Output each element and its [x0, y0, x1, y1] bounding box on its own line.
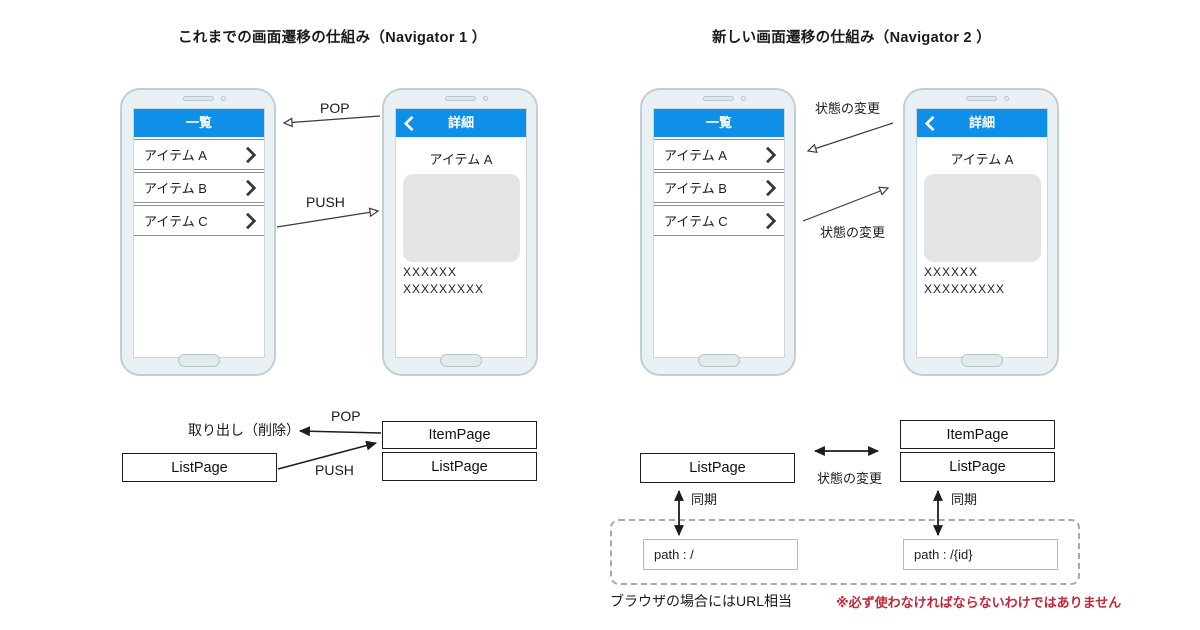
pop-arrow-bottom — [298, 426, 382, 437]
chevron-right-icon — [239, 146, 257, 163]
detail-body-line1: XXXXXX — [403, 265, 458, 279]
phone-detail-left: 詳細 アイテム A XXXXXX XXXXXXXXX — [382, 88, 538, 376]
chevron-right-icon — [759, 212, 777, 229]
home-button-icon — [440, 354, 482, 367]
front-camera-icon — [221, 96, 226, 101]
phone-detail-right: 詳細 アイテム A XXXXXX XXXXXXXXX — [903, 88, 1059, 376]
phone-list-left: 一覧 アイテム A アイテム B アイテム C — [120, 88, 276, 376]
box-label: ListPage — [689, 460, 746, 476]
list-item-c: アイテム C — [654, 205, 784, 236]
box-label: ItemPage — [428, 427, 491, 443]
speaker-slot-icon — [183, 96, 214, 101]
state-change-arrow-top — [808, 122, 894, 151]
detail-body-line2: XXXXXXXXX — [403, 282, 485, 296]
push-arrow-top — [276, 211, 378, 228]
box-label: ListPage — [949, 459, 1006, 475]
list-item-label: アイテム B — [664, 181, 727, 196]
appbar-list: 一覧 — [654, 109, 784, 137]
list-item-label: アイテム B — [144, 181, 207, 196]
optional-usage-warning: ※必ず使わなければならないわけではありません — [836, 595, 1122, 610]
state-change-arrow-bottom — [802, 188, 888, 222]
home-button-icon — [961, 354, 1003, 367]
state-change-label-bottom: 状態の変更 — [820, 225, 886, 240]
detail-screen: 詳細 アイテム A XXXXXX XXXXXXXXX — [916, 108, 1048, 358]
push-arrow-label-bottom: PUSH — [315, 462, 354, 478]
list-item-a: アイテム A — [654, 139, 784, 170]
front-camera-icon — [483, 96, 488, 101]
chevron-right-icon — [239, 179, 257, 196]
chevron-right-icon — [239, 212, 257, 229]
list-item-label: アイテム A — [144, 148, 207, 163]
detail-item-title: アイテム A — [429, 152, 493, 167]
listpage-box-stack-left: ListPage — [382, 452, 537, 481]
sync-label-left: 同期 — [691, 492, 718, 507]
pop-arrow-top — [284, 115, 381, 123]
url-group-box — [610, 519, 1080, 585]
speaker-slot-icon — [703, 96, 734, 101]
chevron-right-icon — [759, 179, 777, 196]
path-label: path : /{id} — [914, 547, 973, 562]
chevron-left-icon — [924, 115, 941, 132]
right-section-title: 新しい画面遷移の仕組み（Navigator 2 ） — [712, 30, 991, 46]
itempage-box-stack-right: ItemPage — [900, 420, 1055, 449]
list-item-label: アイテム C — [664, 214, 728, 229]
state-change-label-mid: 状態の変更 — [817, 471, 883, 486]
list-screen: 一覧 アイテム A アイテム B アイテム C — [133, 108, 265, 358]
appbar-detail: 詳細 — [396, 109, 526, 137]
detail-screen: 詳細 アイテム A XXXXXX XXXXXXXXX — [395, 108, 527, 358]
chevron-right-icon — [759, 146, 777, 163]
appbar-title: 詳細 — [447, 115, 474, 130]
chevron-left-icon — [403, 115, 420, 132]
speaker-slot-icon — [445, 96, 476, 101]
list-item-b: アイテム B — [654, 172, 784, 203]
browser-url-note: ブラウザの場合にはURL相当 — [610, 593, 793, 609]
list-item-c: アイテム C — [134, 205, 264, 236]
front-camera-icon — [1004, 96, 1009, 101]
state-change-label-top: 状態の変更 — [815, 101, 881, 116]
detail-item-title: アイテム A — [950, 152, 1014, 167]
image-placeholder — [403, 174, 520, 262]
pop-arrow-label-top: POP — [320, 100, 350, 116]
appbar-list: 一覧 — [134, 109, 264, 137]
path-label: path : / — [654, 547, 694, 562]
box-label: ListPage — [431, 458, 488, 475]
list-item-label: アイテム C — [144, 214, 208, 229]
image-placeholder — [924, 174, 1041, 262]
list-screen: 一覧 アイテム A アイテム B アイテム C — [653, 108, 785, 358]
listpage-box-left: ListPage — [122, 453, 277, 482]
path-box-root: path : / — [643, 539, 798, 570]
left-section-title: これまでの画面遷移の仕組み（Navigator 1 ） — [178, 30, 487, 46]
phone-list-right: 一覧 アイテム A アイテム B アイテム C — [640, 88, 796, 376]
appbar-title: 一覧 — [185, 115, 212, 130]
listpage-box-stack-right: ListPage — [900, 452, 1055, 482]
pop-arrow-label-bottom: POP — [331, 408, 361, 424]
detail-body-line1: XXXXXX — [924, 265, 979, 279]
listpage-box-right: ListPage — [640, 453, 795, 483]
push-arrow-label-top: PUSH — [306, 194, 345, 210]
detail-body-line2: XXXXXXXXX — [924, 282, 1006, 296]
path-box-id: path : /{id} — [903, 539, 1058, 570]
sync-label-right: 同期 — [951, 492, 978, 507]
remove-label: 取り出し（削除） — [188, 422, 300, 438]
appbar-title: 一覧 — [705, 115, 732, 130]
list-item-b: アイテム B — [134, 172, 264, 203]
itempage-box-stack-left: ItemPage — [382, 421, 537, 449]
front-camera-icon — [741, 96, 746, 101]
appbar-detail: 詳細 — [917, 109, 1047, 137]
list-item-label: アイテム A — [664, 148, 727, 163]
list-item-a: アイテム A — [134, 139, 264, 170]
box-label: ItemPage — [946, 426, 1009, 443]
box-label: ListPage — [171, 459, 228, 476]
speaker-slot-icon — [966, 96, 997, 101]
home-button-icon — [178, 354, 220, 367]
home-button-icon — [698, 354, 740, 367]
appbar-title: 詳細 — [968, 115, 995, 130]
